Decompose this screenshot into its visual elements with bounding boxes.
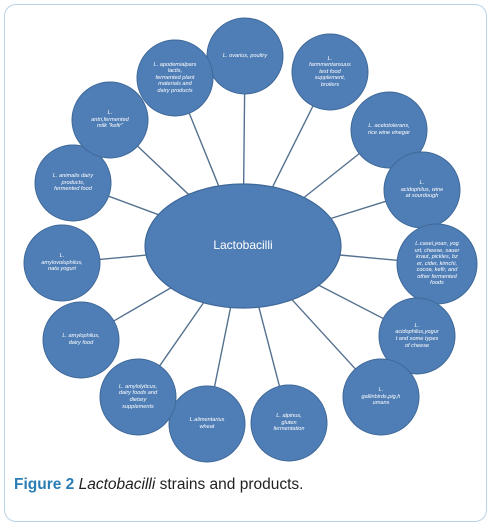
spoke-n2 — [271, 105, 314, 188]
spoke-n10 — [159, 302, 205, 367]
figure-label: Figure 2 — [14, 476, 75, 493]
spoke-n9 — [213, 307, 232, 387]
spoke-n8 — [258, 307, 281, 387]
spoke-n15 — [188, 112, 220, 187]
node-label-n3: L. acetotolerans, rice wine vinegar — [368, 123, 410, 136]
spoke-n6 — [318, 284, 384, 320]
spokes — [99, 93, 398, 387]
node-circle-n12 — [23, 224, 101, 302]
hub-label: Lactobacilli — [213, 238, 273, 252]
spoke-n14 — [137, 145, 190, 195]
node-circle-n14 — [71, 81, 149, 159]
node-label-n11: L. amylophilus, dairy food — [62, 333, 100, 346]
nodes — [23, 17, 478, 463]
node-label-n13: L. animalis dairy products, fermented fo… — [52, 173, 94, 193]
hub-node — [144, 183, 342, 309]
spoke-n4 — [330, 200, 386, 220]
spoke-n12 — [99, 254, 147, 261]
caption-genus: Lactobacilli — [78, 476, 156, 493]
node-circle-n11 — [42, 301, 120, 379]
node-label-n1: L. ovarius, poultry — [222, 52, 268, 59]
node-circle-n7 — [342, 358, 420, 436]
node-circle-n6 — [378, 297, 456, 375]
node-circle-n13 — [34, 144, 112, 222]
spoke-n7 — [291, 299, 356, 370]
node-circle-n2 — [291, 33, 369, 111]
spoke-n13 — [108, 195, 159, 216]
figure-caption: Figure 2 Lactobacilli strains and produc… — [14, 476, 304, 494]
node-circle-n9 — [168, 385, 246, 463]
node-label-n15: L. apodemialpars lactis, fermented plant… — [153, 61, 197, 94]
node-label-n5: L.casei,yoan, yog urt, cheese, sauer kra… — [414, 240, 460, 287]
node-label-n8: L. alpinus, gluten fermentation — [273, 413, 305, 433]
node-circle-n10 — [99, 358, 177, 436]
node-label-n2: L. farmmentansuus test food supplement, … — [309, 55, 351, 88]
spoke-n5 — [339, 254, 398, 262]
node-label-n14: L. antri,fermented milk "kefir" — [91, 110, 129, 130]
node-circle-n15 — [136, 39, 214, 117]
node-circle-n8 — [250, 384, 328, 462]
node-label-n10: L. amylolyticus, dairy foods and dietary… — [118, 383, 158, 410]
node-circle-n3 — [350, 91, 428, 169]
spoke-n11 — [113, 287, 172, 322]
node-label-n9: L.alimentarius wheat — [189, 417, 225, 430]
node-label-n12: L. amylovolophilus, nata yogurt — [41, 253, 83, 273]
node-label-n7: L. gallinbirds,pig,h umans — [361, 387, 401, 407]
caption-text: strains and products. — [155, 476, 304, 493]
spoke-n1 — [242, 93, 246, 185]
node-circle-n1 — [206, 17, 284, 95]
node-label-n4: L. acidophilus, wine at sourdough — [400, 180, 444, 200]
node-label-n6: L. acidophilus,yogur t and some types of… — [395, 322, 439, 349]
spoke-n3 — [303, 153, 360, 199]
